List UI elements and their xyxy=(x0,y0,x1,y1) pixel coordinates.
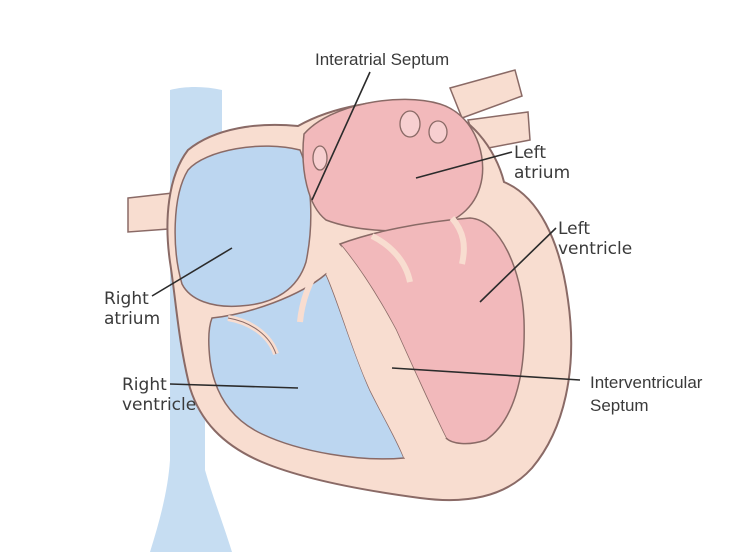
label-left-ventricle-line2: ventricle xyxy=(558,239,632,259)
leader-left-atrium xyxy=(415,151,513,179)
mitral-valve-leaflet-1 xyxy=(370,233,413,283)
tricuspid-valve-leaflet-2 xyxy=(297,260,325,323)
left-atrium-chamber xyxy=(302,98,484,232)
pulmonary-vein-opening-2 xyxy=(428,120,448,144)
mitral-valve-leaflet-2 xyxy=(449,216,467,265)
label-right-ventricle-line2: ventricle xyxy=(122,395,196,415)
right-atrium-chamber xyxy=(174,145,312,308)
leader-right-atrium xyxy=(151,247,233,297)
pulmonary-vein-opening-3 xyxy=(312,145,328,171)
label-right-atrium-line1: Right xyxy=(104,289,149,309)
interventricular-septum-wall xyxy=(326,244,446,458)
pulmonary-vessel-right-upper xyxy=(448,69,523,119)
label-right-ventricle-line1: Right xyxy=(122,375,167,395)
label-left-atrium-line1: Left xyxy=(514,143,546,163)
tricuspid-valve-leaflet-1-outline xyxy=(227,317,277,355)
label-interventricular-septum-line1: Interventricular xyxy=(590,373,703,392)
label-left-atrium-line2: atrium xyxy=(514,163,570,183)
leader-interatrial-septum xyxy=(311,71,371,201)
label-interatrial-septum: Interatrial Septum xyxy=(315,50,449,69)
leader-right-ventricle xyxy=(169,383,299,389)
leader-interventricular-septum xyxy=(391,367,581,381)
label-interventricular-septum-line2: Septum xyxy=(590,396,649,415)
pulmonary-vein-opening-1 xyxy=(399,110,421,138)
leader-left-ventricle xyxy=(479,227,557,303)
label-right-atrium-line2: atrium xyxy=(104,309,160,329)
label-left-ventricle-line1: Left xyxy=(558,219,590,239)
